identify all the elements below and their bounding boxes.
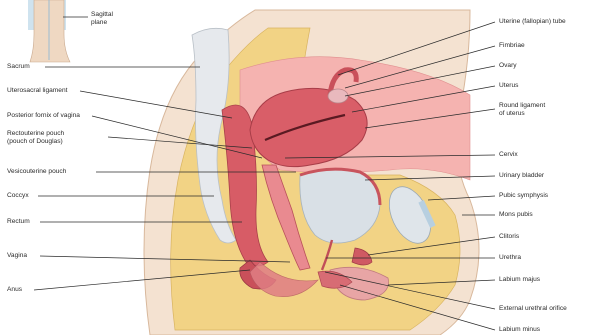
label-vagina: Vagina — [7, 252, 27, 260]
label-anus: Anus — [7, 286, 22, 294]
label-rectum: Rectum — [7, 218, 30, 226]
label-external-urethral-orifice: External urethral orifice — [499, 305, 567, 313]
label-vesicouterine-pouch: Vesicouterine pouch — [7, 168, 66, 176]
label-ovary: Ovary — [499, 62, 517, 70]
label-round-ligament: Round ligament of uterus — [499, 102, 545, 117]
label-uterine-tube: Uterine (fallopian) tube — [499, 18, 566, 26]
label-urinary-bladder: Urinary bladder — [499, 172, 544, 180]
sagittal-plane-thumbnail — [28, 0, 70, 62]
label-labium-minus: Labium minus — [499, 326, 540, 334]
label-urethra: Urethra — [499, 254, 521, 262]
label-posterior-fornix: Posterior fornix of vagina — [7, 112, 80, 120]
label-rectouterine-pouch: Rectouterine pouch (pouch of Douglas) — [7, 130, 64, 145]
label-fimbriae: Fimbriae — [499, 42, 525, 50]
label-sacrum: Sacrum — [7, 63, 30, 71]
label-coccyx: Coccyx — [7, 192, 29, 200]
label-labium-majus: Labium majus — [499, 276, 540, 284]
torso-thumbnail — [30, 0, 70, 62]
label-sagittal-plane: Sagittal plane — [91, 11, 113, 26]
label-cervix: Cervix — [499, 151, 518, 159]
label-uterosacral-ligament: Uterosacral ligament — [7, 87, 67, 95]
label-pubic-symphysis: Pubic symphysis — [499, 192, 548, 200]
label-clitoris: Clitoris — [499, 233, 519, 241]
label-uterus: Uterus — [499, 82, 518, 90]
label-mons-pubis: Mons pubis — [499, 211, 533, 219]
